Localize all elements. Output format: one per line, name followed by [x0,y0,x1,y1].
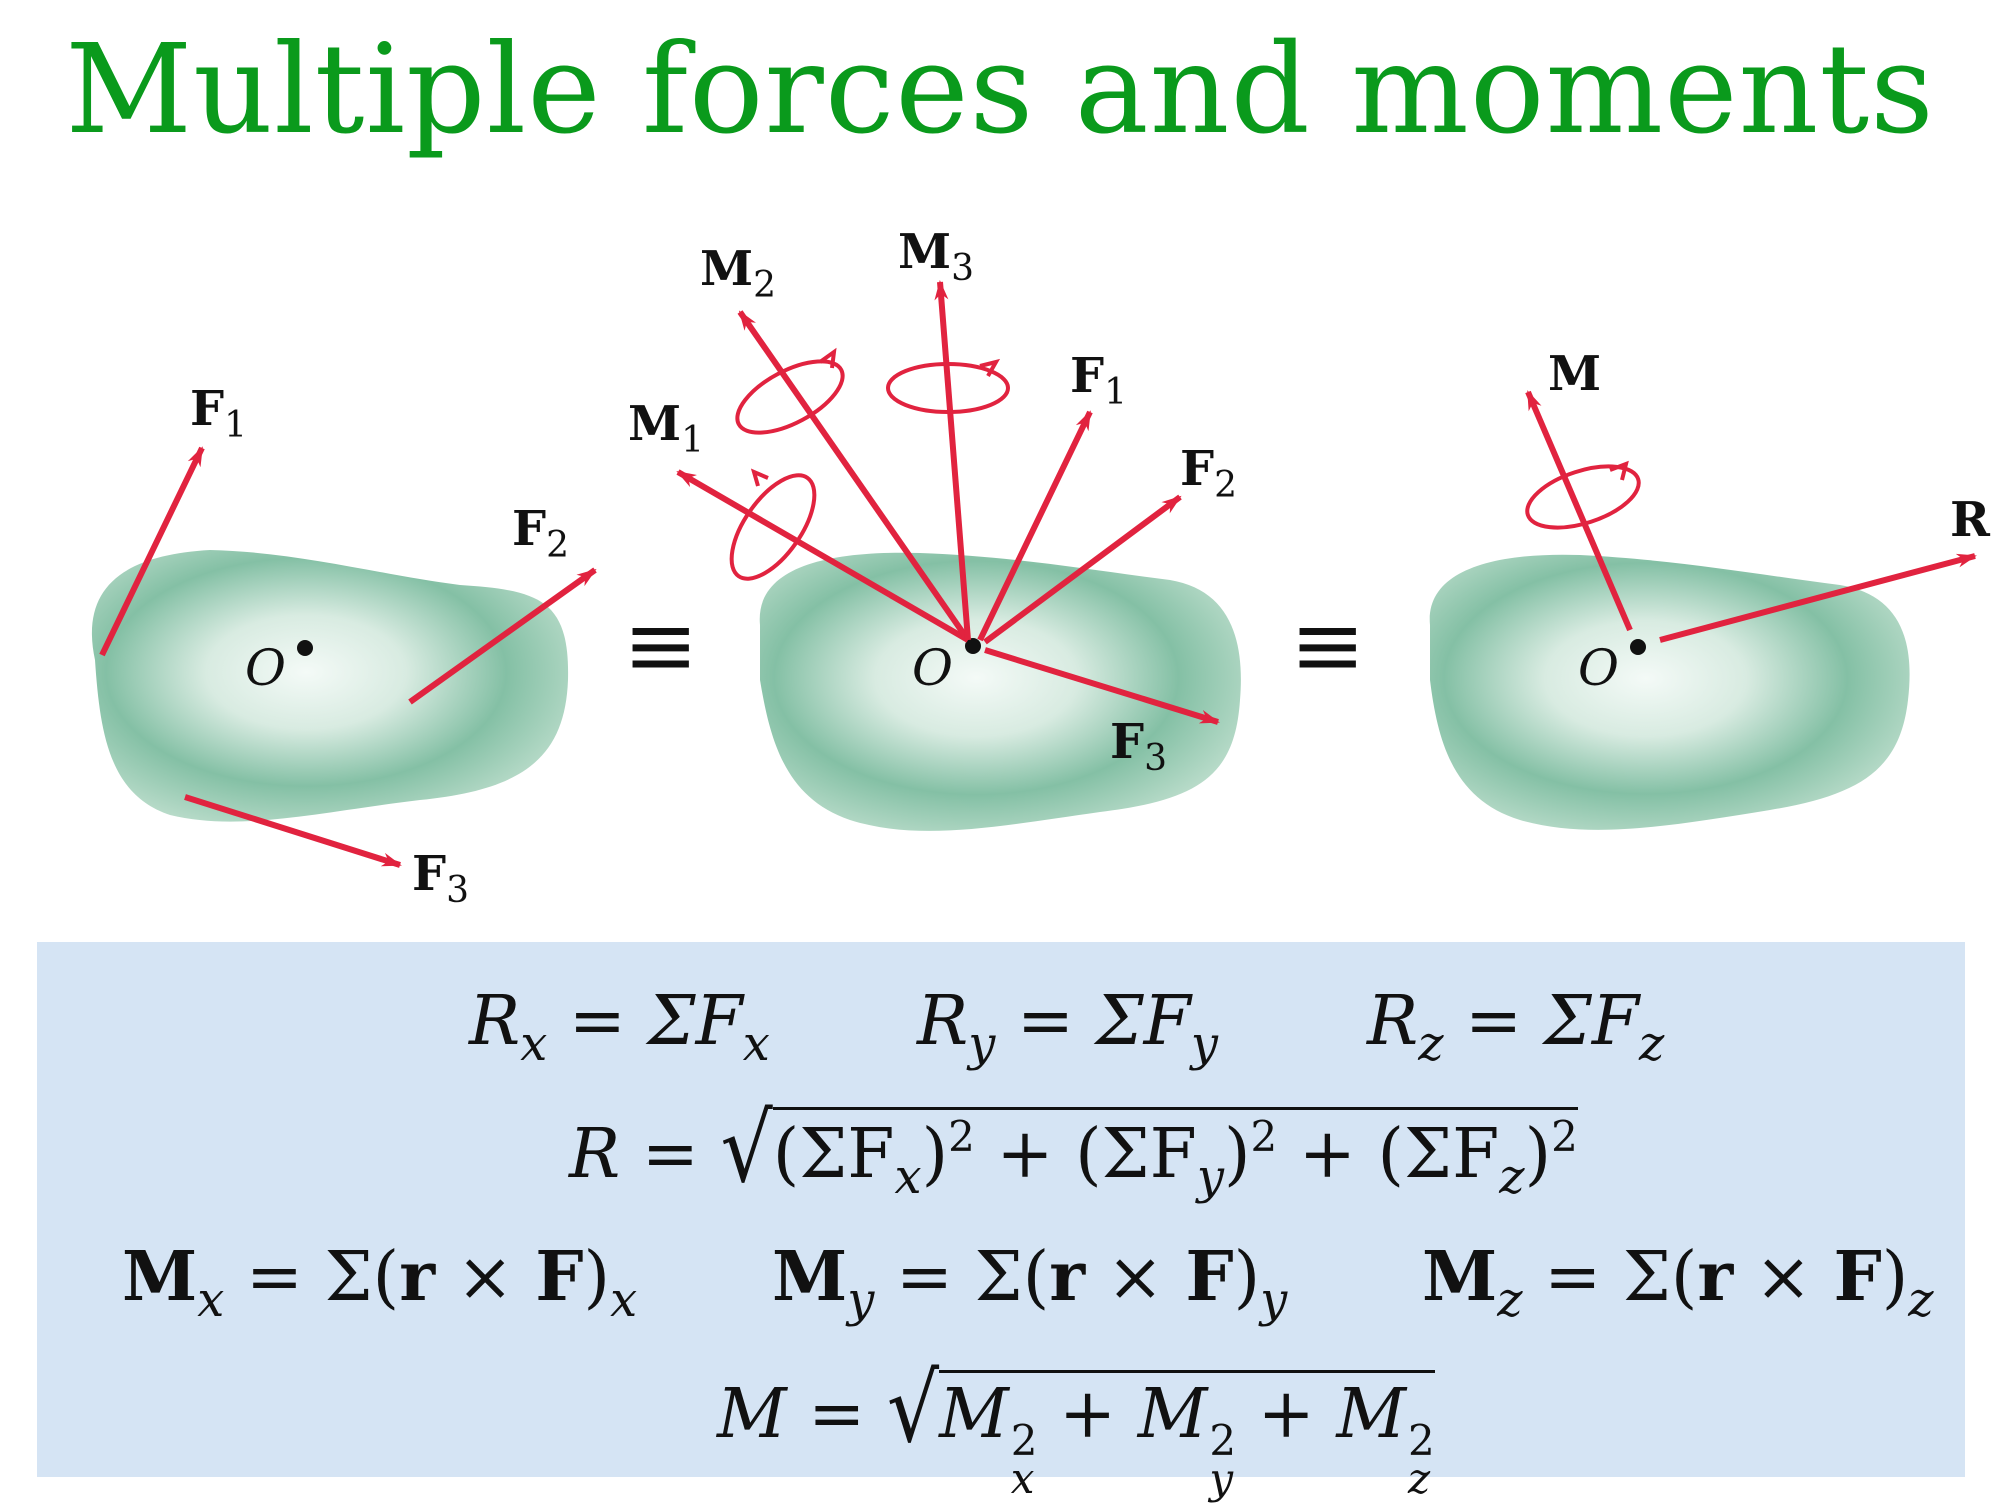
body-2-moment-2-rotation-icon [735,347,845,435]
body-2-moment-1-label: M1 [628,396,704,461]
body-2-force-1-label: F1 [1070,348,1127,413]
body-3-moment-label: M [1548,346,1601,402]
formula-ry: Ry = ΣFy [917,982,1218,1072]
formula-rx: Rx = ΣFx [469,982,770,1072]
body-3-moment-rotation-icon [1525,460,1641,530]
body-2-moment-1-arrow [676,469,970,643]
body-3-resultant-arrow [1659,553,1977,643]
body-1-origin-label: O [245,639,286,697]
formula-my: My = Σ(r × F)y [772,1237,1288,1328]
body-3: O M R [1429,346,1991,830]
body-3-resultant-label: R [1950,492,1991,548]
body-2-origin-label: O [912,639,953,697]
sqrt-icon: √ [720,1094,773,1205]
page-title: Multiple forces and moments [65,18,1935,162]
body-2-moment-2-arrow [737,310,971,642]
body-2-moment-1-rotation-icon [729,468,817,581]
sqrt-icon: √ [886,1354,940,1465]
equivalence-symbol-2: ≡ [1290,593,1365,698]
body-1-force-3-arrow [184,794,402,868]
body-2-moment-2-label: M2 [700,241,776,306]
formula-r-magnitude: R = √ (ΣFx)2 + (ΣFy)2 + (ΣFz)2 [569,1094,1578,1205]
body-1-force-3-label: F3 [412,846,469,911]
body-2: O M1 M2 M3 F1 F2 F3 [628,224,1241,831]
formula-mx: Mx = Σ(r × F)x [122,1237,638,1328]
formula-mz: Mz = Σ(r × F)z [1422,1237,1934,1328]
body-2-shape [759,552,1241,831]
body-2-origin-dot [965,638,981,654]
body-2-moment-3-label: M3 [898,224,974,289]
body-3-moment-arrow [1525,390,1633,632]
body-2-force-2-label: F2 [1180,441,1237,506]
body-1: O F1 F2 F3 [91,381,597,911]
body-1-force-2-arrow [408,567,597,705]
body-2-moment-3-arrow [934,280,971,641]
body-3-origin-label: O [1578,639,1619,697]
body-3-shape [1429,554,1910,830]
formula-box: Rx = ΣFx Ry = ΣFy Rz = ΣFz R = √ (ΣFx)2 … [37,942,1965,1499]
equivalence-symbol-1: ≡ [623,593,698,698]
body-1-force-1-arrow [99,446,205,657]
body-2-force-3-label: F3 [1110,714,1167,779]
body-2-force-1-arrow [977,410,1093,642]
body-2-moment-3-rotation-icon [886,358,1010,414]
force-diagram: O F1 F2 F3 ≡ O M1 M2 M3 F [91,224,1991,911]
body-1-force-2-label: F2 [512,501,569,566]
body-2-force-2-arrow [983,494,1182,645]
body-2-force-3-arrow [984,647,1220,725]
formula-rz: Rz = ΣFz [1367,982,1665,1072]
body-3-origin-dot [1630,639,1646,655]
body-1-force-1-label: F1 [190,381,247,446]
body-1-origin-dot [297,640,313,656]
body-1-shape [91,550,569,822]
